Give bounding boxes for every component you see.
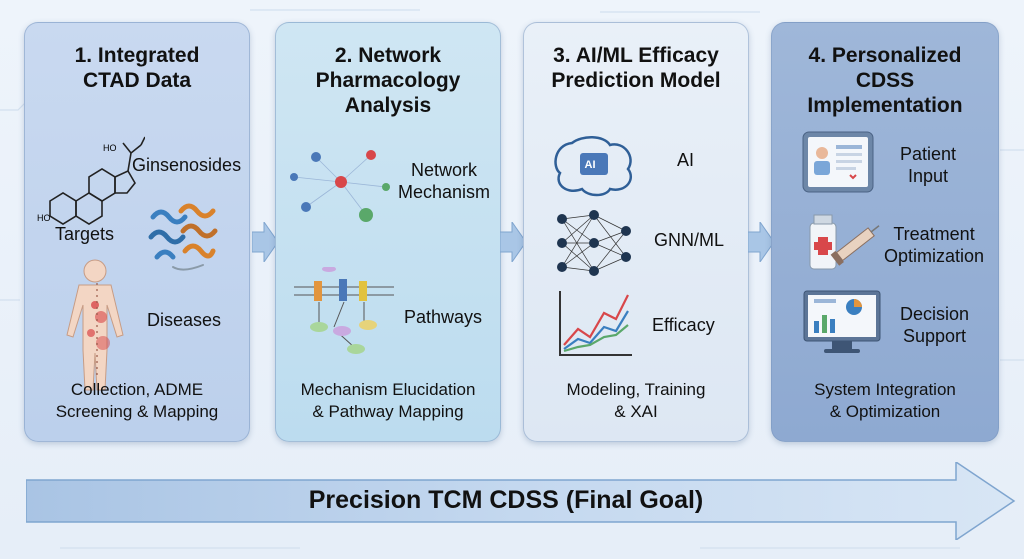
pathway-diagram-icon [294, 267, 394, 354]
network-graph-icon [290, 150, 390, 222]
pathways-label: Pathways [404, 307, 483, 327]
step-3-panel: 3. AI/ML Efficacy Prediction Model AI AI… [523, 22, 749, 442]
step-4-caption: System Integration & Optimization [814, 380, 956, 421]
gnn-ml-label: GNN/ML [654, 230, 725, 250]
arrow-right-icon [748, 222, 774, 262]
final-goal-arrow [26, 462, 1016, 540]
step-4-panel: 4. Personalized CDSS Implementation Pati… [771, 22, 999, 442]
step-2-caption: Mechanism Elucidation & Pathway Mapping [300, 380, 476, 421]
step-1-caption: Collection, ADME Screening & Mapping [55, 380, 219, 421]
protein-structure-icon [148, 203, 218, 271]
neural-network-icon [557, 210, 631, 276]
step-1-title: 1. Integrated CTAD Data [74, 44, 200, 92]
network-mechanism-label: Network Mechanism [398, 160, 491, 202]
ginsenosides-label: Ginsenosides [132, 155, 242, 175]
final-goal-label: Precision TCM CDSS (Final Goal) [308, 486, 704, 514]
efficacy-label: Efficacy [652, 315, 715, 335]
vial-syringe-icon [809, 214, 880, 270]
tablet-patient-icon [802, 131, 874, 193]
monitor-dashboard-icon [803, 290, 881, 353]
ginsenoside-molecule-icon: HO HO [37, 136, 145, 225]
diseases-label: Diseases [147, 310, 222, 330]
targets-label: Targets [55, 224, 115, 244]
efficacy-line-chart-icon [559, 291, 632, 356]
step-2-panel: 2. Network Pharmacology Analysis Network… [275, 22, 501, 442]
svg-text:HO: HO [37, 213, 51, 223]
brain-icon [554, 136, 633, 197]
step-1-panel: 1. Integrated CTAD Data HO HO Ginsenosid… [24, 22, 250, 442]
step-3-title: 3. AI/ML Efficacy Prediction Model [551, 44, 721, 92]
step-3-caption: Modeling, Training & XAI [566, 380, 706, 421]
decision-support-label: Decision Support [900, 304, 970, 346]
ai-label: AI [677, 150, 695, 170]
arrow-right-icon [500, 222, 526, 262]
step-2-title: 2. Network Pharmacology Analysis [315, 44, 461, 117]
human-body-icon [66, 259, 124, 391]
patient-input-label: Patient Input [900, 144, 957, 186]
ai-chip-text: AI [584, 159, 596, 171]
svg-text:HO: HO [103, 143, 117, 153]
arrow-right-icon [252, 222, 278, 262]
step-4-title: 4. Personalized CDSS Implementation [807, 44, 963, 117]
treatment-optimization-label: Treatment Optimization [884, 224, 985, 266]
